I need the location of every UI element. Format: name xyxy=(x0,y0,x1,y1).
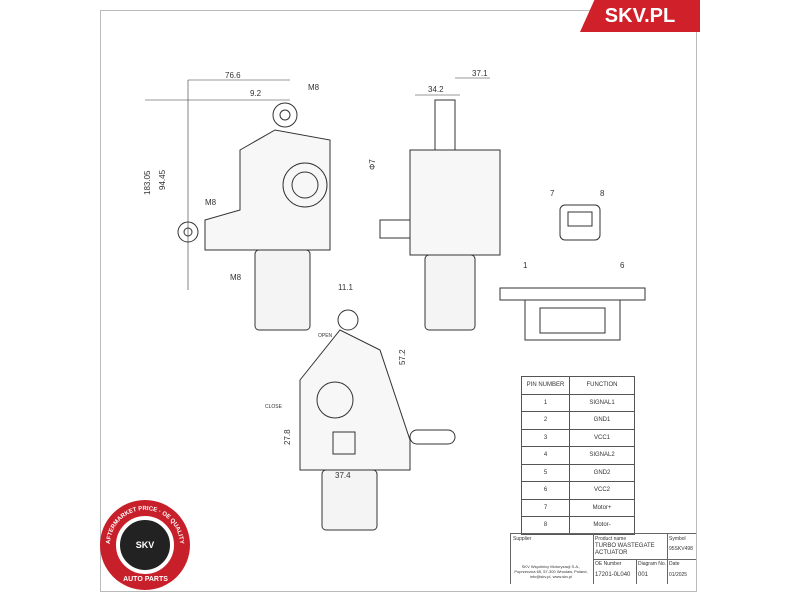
dim-phi7: Φ7 xyxy=(368,159,377,170)
title-block: Supplier SKV Wspólnicy Motoryzacji S.A.,… xyxy=(510,533,696,584)
brand-logo: SKV.PL xyxy=(580,0,700,32)
front-view: 76.6 9.2 M8 183.05 94.45 M8 M8 xyxy=(143,71,331,331)
badge-center: SKV xyxy=(116,516,174,574)
pin-7-label: 7 xyxy=(550,189,555,198)
date-label: Date xyxy=(669,561,680,567)
supplier-label: Supplier xyxy=(513,536,532,542)
side-view: 34.2 37.1 Φ7 xyxy=(368,69,501,331)
table-cell: GND1 xyxy=(569,411,635,430)
dim-183: 183.05 xyxy=(143,170,152,195)
table-cell: SIGNAL2 xyxy=(569,446,635,465)
header-pin: PIN NUMBER xyxy=(521,376,570,395)
bottom-view: 11.1 57.2 27.8 37.4 OPEN CLOSE xyxy=(265,283,456,531)
dim-37-1: 37.1 xyxy=(472,69,488,78)
badge-ring: AFTERMARKET PRICE · OE QUALITY xyxy=(106,506,184,544)
table-cell: SIGNAL1 xyxy=(569,393,635,412)
diagram-label: Diagram No. xyxy=(638,561,667,567)
badge-ring-text: AFTERMARKET PRICE · OE QUALITY xyxy=(106,506,184,544)
header-function: FUNCTION xyxy=(569,376,635,395)
svg-text:AFTERMARKET PRICE · OE QUALITY: AFTERMARKET PRICE · OE QUALITY xyxy=(106,506,184,544)
dim-11-1: 11.1 xyxy=(338,283,354,292)
table-cell: 8 xyxy=(521,516,570,535)
badge-bottom-text: AUTO PARTS xyxy=(123,576,168,583)
table-cell: Motor- xyxy=(569,516,635,535)
supplier-text: SKV Wspólnicy Motoryzacji S.A., Poprzecz… xyxy=(514,564,588,579)
pin-1-label: 1 xyxy=(523,261,528,270)
label-close: CLOSE xyxy=(265,404,283,410)
table-cell: VCC2 xyxy=(569,481,635,500)
dim-9-2: 9.2 xyxy=(250,89,262,98)
oe-label: OE Number xyxy=(595,561,622,567)
drawing-frame xyxy=(100,10,697,592)
table-cell: 3 xyxy=(521,428,570,447)
product-name: TURBO WASTEGATE ACTUATOR xyxy=(595,543,655,556)
dim-m8-top: M8 xyxy=(308,83,320,92)
table-cell: VCC1 xyxy=(569,428,635,447)
dim-m8-bottom: M8 xyxy=(230,273,242,282)
table-cell: 7 xyxy=(521,498,570,517)
symbol-value: 95SKV498 xyxy=(669,546,693,552)
table-cell: 2 xyxy=(521,411,570,430)
dim-m8-left: M8 xyxy=(205,198,217,207)
table-cell: 6 xyxy=(521,481,570,500)
product-label: Product name xyxy=(595,536,627,542)
table-cell: Motor+ xyxy=(569,498,635,517)
dim-76-6: 76.6 xyxy=(225,71,241,80)
table-cell: 5 xyxy=(521,463,570,482)
dim-34-2: 34.2 xyxy=(428,85,444,94)
table-cell: 4 xyxy=(521,446,570,465)
dim-94: 94.45 xyxy=(158,169,167,190)
table-cell: 1 xyxy=(521,393,570,412)
pin-6-label: 6 xyxy=(620,261,625,270)
label-open: OPEN xyxy=(318,333,333,339)
connector-view: 7 8 1 6 xyxy=(499,189,646,341)
diagram-number: 001 xyxy=(638,572,649,578)
pin-8-label: 8 xyxy=(600,189,605,198)
table-cell: GND2 xyxy=(569,463,635,482)
date-value: 01/2025 xyxy=(669,572,688,578)
dim-27-8: 27.8 xyxy=(283,429,292,445)
dim-57-2: 57.2 xyxy=(398,349,407,365)
quality-badge: SKV xyxy=(100,500,190,590)
oe-number: 17201-0L040 xyxy=(595,572,631,578)
dim-37-4: 37.4 xyxy=(335,471,351,480)
symbol-label: Symbol xyxy=(669,536,686,542)
